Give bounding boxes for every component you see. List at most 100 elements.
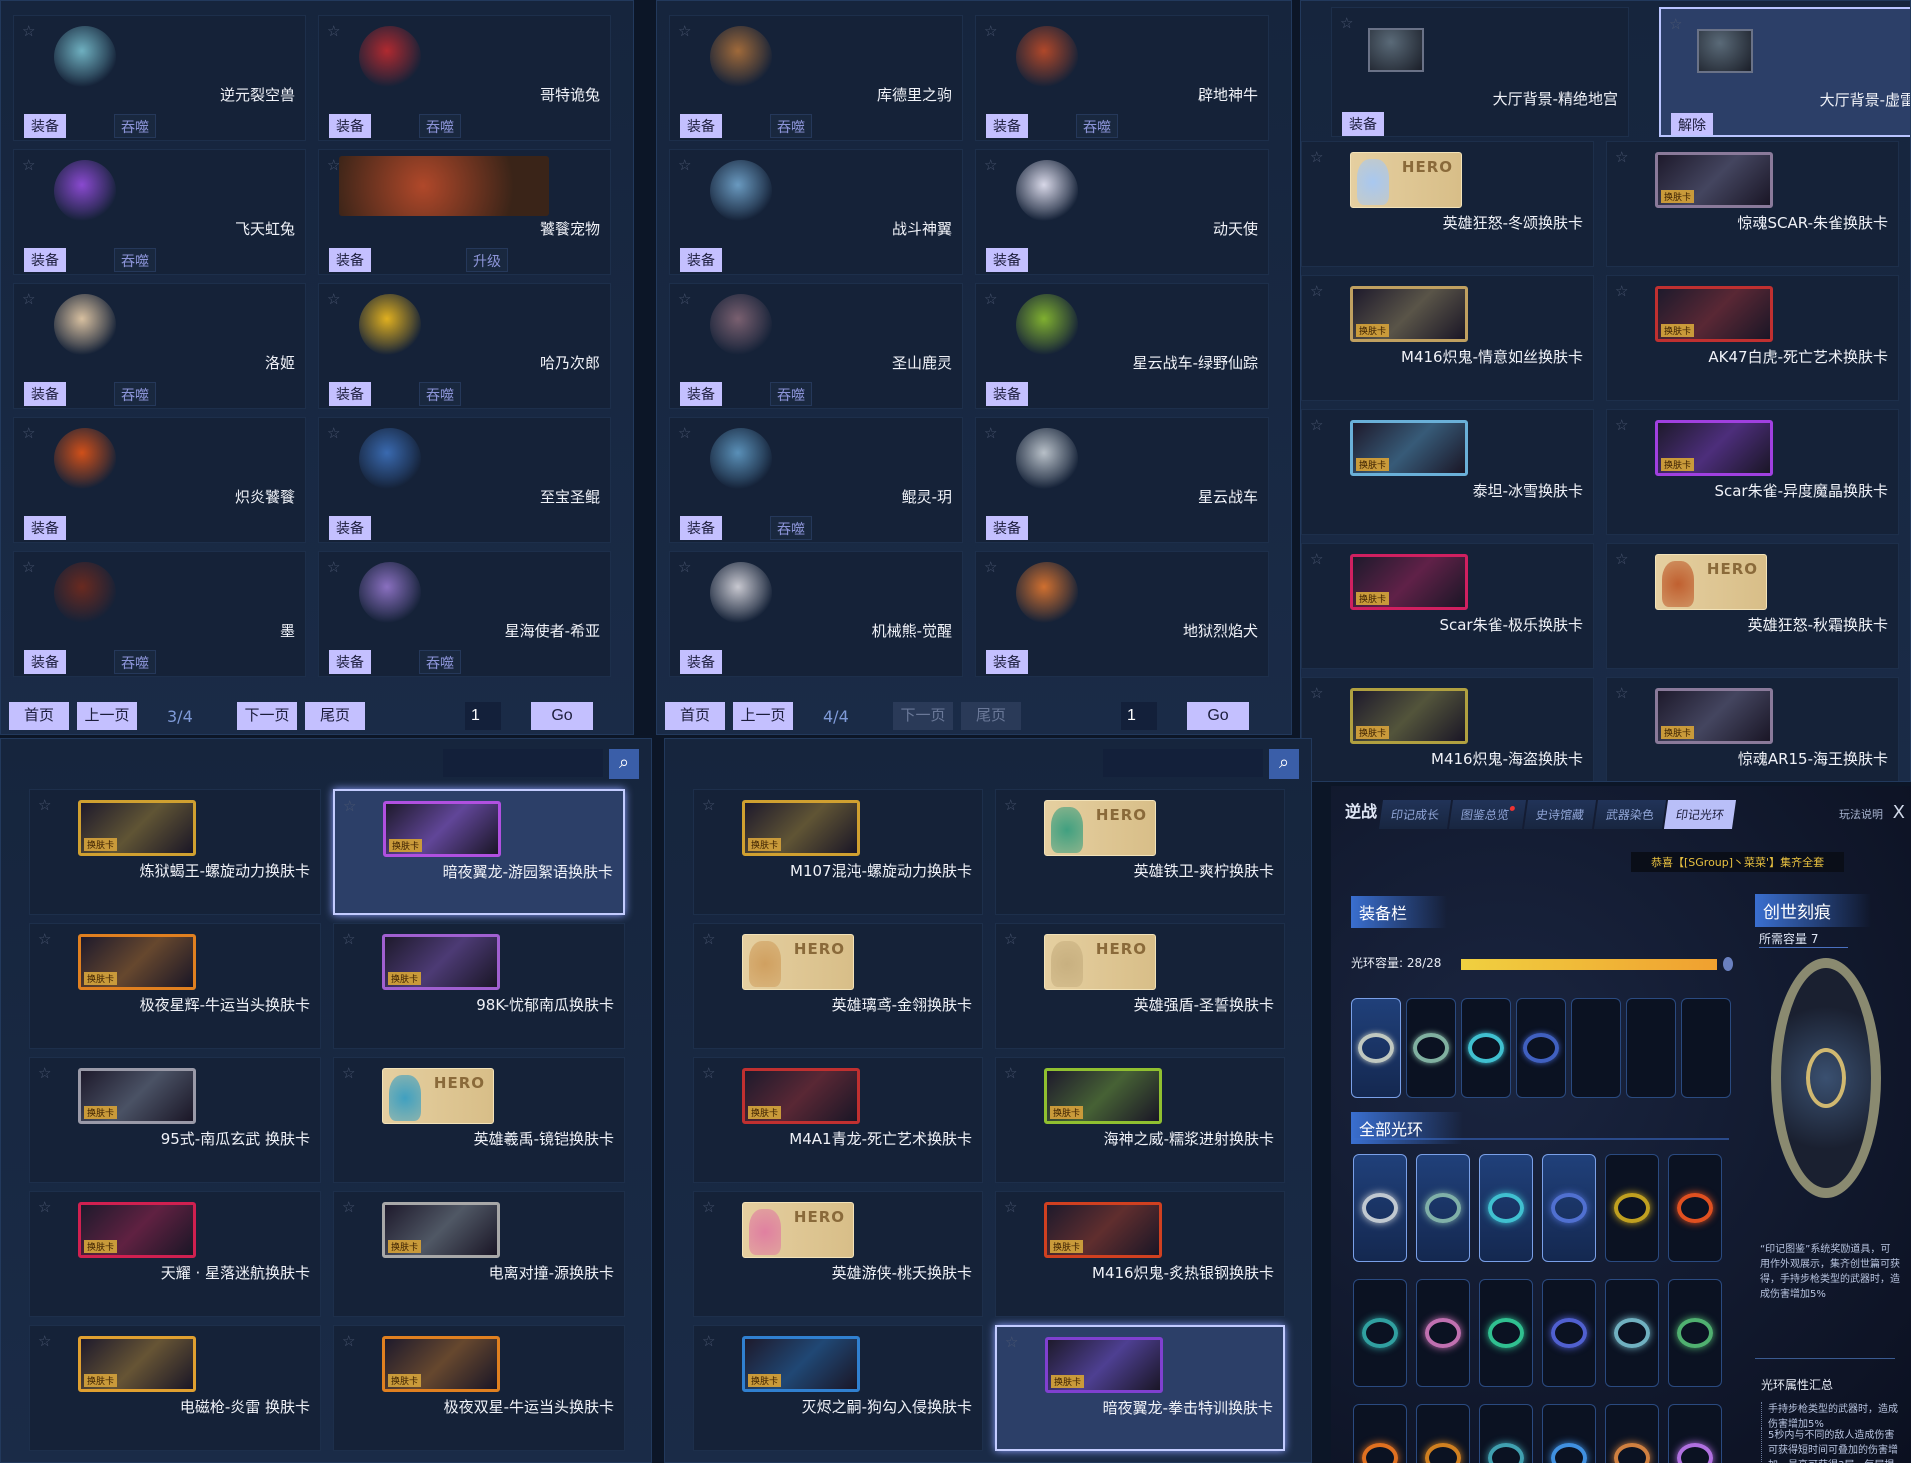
equip-button[interactable]: 装备	[329, 650, 371, 674]
aura-slot[interactable]	[1668, 1154, 1722, 1262]
pet-card[interactable]: ☆炽炎饕餮装备	[13, 417, 306, 543]
favorite-star-icon[interactable]: ☆	[1004, 930, 1018, 948]
favorite-star-icon[interactable]: ☆	[22, 424, 36, 442]
equip-slot[interactable]	[1461, 998, 1511, 1098]
skin-card[interactable]: ☆换肤卡电磁枪-炎雷 换肤卡	[29, 1325, 321, 1451]
favorite-star-icon[interactable]: ☆	[1310, 684, 1324, 702]
aura-slot[interactable]	[1416, 1279, 1470, 1387]
pet-card[interactable]: ☆星云战车装备	[975, 417, 1269, 543]
devour-button[interactable]: 吞噬	[114, 382, 156, 406]
favorite-star-icon[interactable]: ☆	[702, 1332, 716, 1350]
search-icon[interactable]: ⌕	[609, 749, 639, 779]
upgrade-button[interactable]: 升级	[466, 248, 508, 272]
aura-slot[interactable]	[1353, 1279, 1407, 1387]
pet-card[interactable]: ☆圣山鹿灵装备吞噬	[669, 283, 963, 409]
favorite-star-icon[interactable]: ☆	[327, 156, 341, 174]
pet-card[interactable]: ☆库德里之驹装备吞噬	[669, 15, 963, 141]
aura-slot[interactable]	[1479, 1404, 1533, 1463]
pet-card[interactable]: ☆星海使者-希亚装备吞噬	[318, 551, 611, 677]
capacity-help-icon[interactable]	[1723, 957, 1733, 971]
page-number-input[interactable]	[465, 702, 501, 730]
aura-slot[interactable]	[1353, 1154, 1407, 1262]
last-page-button[interactable]: 尾页	[961, 702, 1021, 730]
pet-card[interactable]: ☆星云战车-绿野仙踪装备	[975, 283, 1269, 409]
favorite-star-icon[interactable]: ☆	[1004, 1064, 1018, 1082]
pet-card[interactable]: ☆饕餮宠物装备升级	[318, 149, 611, 275]
favorite-star-icon[interactable]: ☆	[984, 156, 998, 174]
favorite-star-icon[interactable]: ☆	[702, 1064, 716, 1082]
aura-slot[interactable]	[1668, 1404, 1722, 1463]
pet-card[interactable]: ☆至宝圣鲲装备	[318, 417, 611, 543]
favorite-star-icon[interactable]: ☆	[343, 797, 357, 815]
next-page-button[interactable]: 下一页	[237, 702, 297, 730]
equip-button[interactable]: 装备	[24, 248, 66, 272]
aura-slot[interactable]	[1416, 1154, 1470, 1262]
tab-4[interactable]: 印记光环	[1664, 800, 1737, 829]
equip-button[interactable]: 装备	[680, 248, 722, 272]
equip-button[interactable]: 装备	[24, 382, 66, 406]
favorite-star-icon[interactable]: ☆	[22, 558, 36, 576]
pet-card[interactable]: ☆地狱烈焰犬装备	[975, 551, 1269, 677]
first-page-button[interactable]: 首页	[9, 702, 69, 730]
equip-slot[interactable]	[1626, 998, 1676, 1098]
favorite-star-icon[interactable]: ☆	[342, 1198, 356, 1216]
skin-card[interactable]: ☆换肤卡暗夜翼龙-游园絮语换肤卡	[333, 789, 625, 915]
favorite-star-icon[interactable]: ☆	[1340, 14, 1354, 32]
favorite-star-icon[interactable]: ☆	[342, 1064, 356, 1082]
favorite-star-icon[interactable]: ☆	[1669, 15, 1683, 33]
aura-slot[interactable]	[1668, 1279, 1722, 1387]
pet-card[interactable]: ☆洛姬装备吞噬	[13, 283, 306, 409]
favorite-star-icon[interactable]: ☆	[342, 930, 356, 948]
equip-button[interactable]: 装备	[680, 650, 722, 674]
equip-slot[interactable]	[1406, 998, 1456, 1098]
equip-slot[interactable]	[1571, 998, 1621, 1098]
favorite-star-icon[interactable]: ☆	[327, 424, 341, 442]
favorite-star-icon[interactable]: ☆	[702, 1198, 716, 1216]
favorite-star-icon[interactable]: ☆	[38, 796, 52, 814]
devour-button[interactable]: 吞噬	[1076, 114, 1118, 138]
search-input[interactable]	[443, 749, 603, 777]
favorite-star-icon[interactable]: ☆	[1615, 148, 1629, 166]
help-link[interactable]: 玩法说明	[1839, 808, 1883, 821]
skin-card[interactable]: ☆换肤卡海神之威-糯浆进射换肤卡	[995, 1057, 1285, 1183]
devour-button[interactable]: 吞噬	[419, 382, 461, 406]
equip-button[interactable]: 装备	[329, 114, 371, 138]
favorite-star-icon[interactable]: ☆	[22, 22, 36, 40]
equip-button[interactable]: 装备	[329, 516, 371, 540]
equip-button[interactable]: 装备	[986, 248, 1028, 272]
equip-button[interactable]: 装备	[680, 382, 722, 406]
favorite-star-icon[interactable]: ☆	[38, 1198, 52, 1216]
equip-button[interactable]: 装备	[24, 114, 66, 138]
pet-card[interactable]: ☆哥特诡兔装备吞噬	[318, 15, 611, 141]
equip-button[interactable]: 装备	[680, 516, 722, 540]
skin-card[interactable]: ☆换肤卡炼狱蝎王-螺旋动力换肤卡	[29, 789, 321, 915]
equip-button[interactable]: 装备	[329, 382, 371, 406]
equip-slot[interactable]	[1351, 998, 1401, 1098]
favorite-star-icon[interactable]: ☆	[38, 1064, 52, 1082]
search-icon[interactable]: ⌕	[1269, 749, 1299, 779]
devour-button[interactable]: 吞噬	[114, 248, 156, 272]
tab-2[interactable]: 史诗馆藏	[1523, 800, 1597, 829]
prev-page-button[interactable]: 上一页	[733, 702, 793, 730]
pet-card[interactable]: ☆哈乃次郎装备吞噬	[318, 283, 611, 409]
aura-slot[interactable]	[1479, 1279, 1533, 1387]
skin-card[interactable]: ☆换肤卡灭烬之嗣-狗勾入侵换肤卡	[693, 1325, 983, 1451]
pet-card[interactable]: ☆动天使装备	[975, 149, 1269, 275]
pet-card[interactable]: ☆墨装备吞噬	[13, 551, 306, 677]
favorite-star-icon[interactable]: ☆	[1004, 1198, 1018, 1216]
tab-0[interactable]: 印记成长	[1378, 800, 1452, 829]
